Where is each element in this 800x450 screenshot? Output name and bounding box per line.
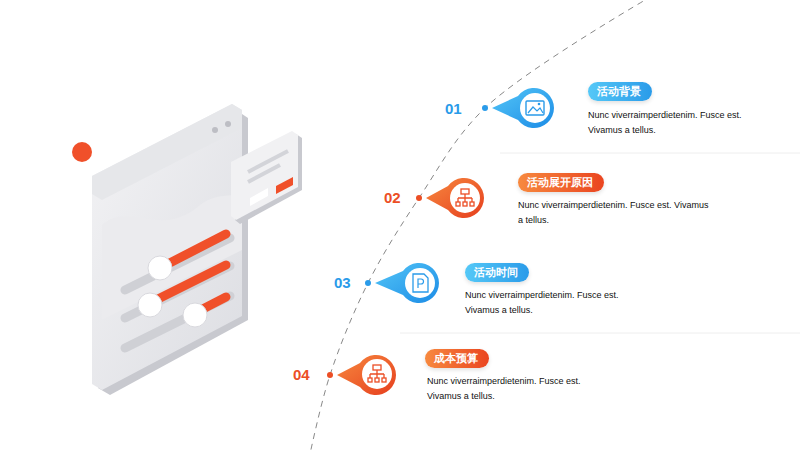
heading-pill: 成本预算 — [425, 349, 489, 368]
heading-pill: 活动时间 — [465, 263, 529, 282]
heading-text: 活动背景 — [597, 85, 643, 98]
heading-text: 活动展开原因 — [527, 176, 595, 189]
body-text: Nunc viverraimperdietenim. Fusce est. Vi… — [427, 374, 612, 404]
callout-number: 04 — [293, 366, 310, 383]
body-text: Nunc viverraimperdietenim. Fusce est. Vi… — [588, 108, 748, 138]
accent-dot — [72, 142, 92, 162]
separator — [400, 333, 800, 334]
pin-marker — [327, 355, 396, 395]
pin-marker — [365, 263, 439, 303]
body-text: Nunc viverraimperdietenim. Fusce est. Vi… — [465, 288, 650, 318]
pin-marker — [416, 178, 484, 218]
heading-pill: 活动展开原因 — [518, 173, 604, 192]
card — [231, 131, 302, 224]
callout-number: 02 — [384, 189, 401, 206]
pin-marker — [482, 88, 554, 128]
heading-text: 活动时间 — [474, 266, 520, 279]
browser-window — [92, 104, 248, 395]
heading-pill: 活动背景 — [588, 82, 652, 101]
body-text: Nunc viverraimperdietenim. Fusce est. Vi… — [518, 198, 713, 228]
separator — [500, 153, 800, 154]
heading-text: 成本预算 — [434, 352, 480, 365]
dashed-arc — [310, 0, 652, 450]
callout-number: 03 — [334, 274, 351, 291]
callout-number: 01 — [445, 100, 462, 117]
